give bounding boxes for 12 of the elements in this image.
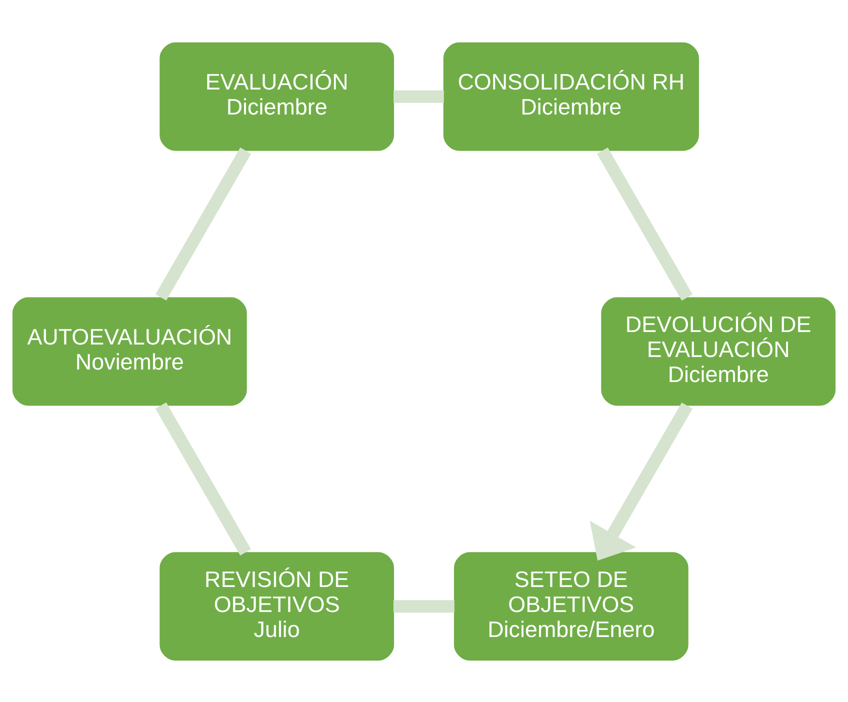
connector [155,146,252,300]
node-box: CONSOLIDACIÓN RH Diciembre [443,42,699,150]
connector [596,147,693,300]
node-box: EVALUACIÓN Diciembre [160,42,394,150]
connector [155,402,252,555]
connector [393,600,454,612]
node-box: DEVOLUCIÓN DE EVALUACIÓN Diciembre [601,296,836,406]
arrow [590,402,693,560]
node-box: AUTOEVALUACIÓN Noviembre [12,296,247,406]
node-box: SETEO DE OBJETIVOS Diciembre/Enero [454,552,688,660]
connector [394,90,444,102]
node-box: REVISIÓN DE OBJETIVOS Julio [160,552,394,660]
